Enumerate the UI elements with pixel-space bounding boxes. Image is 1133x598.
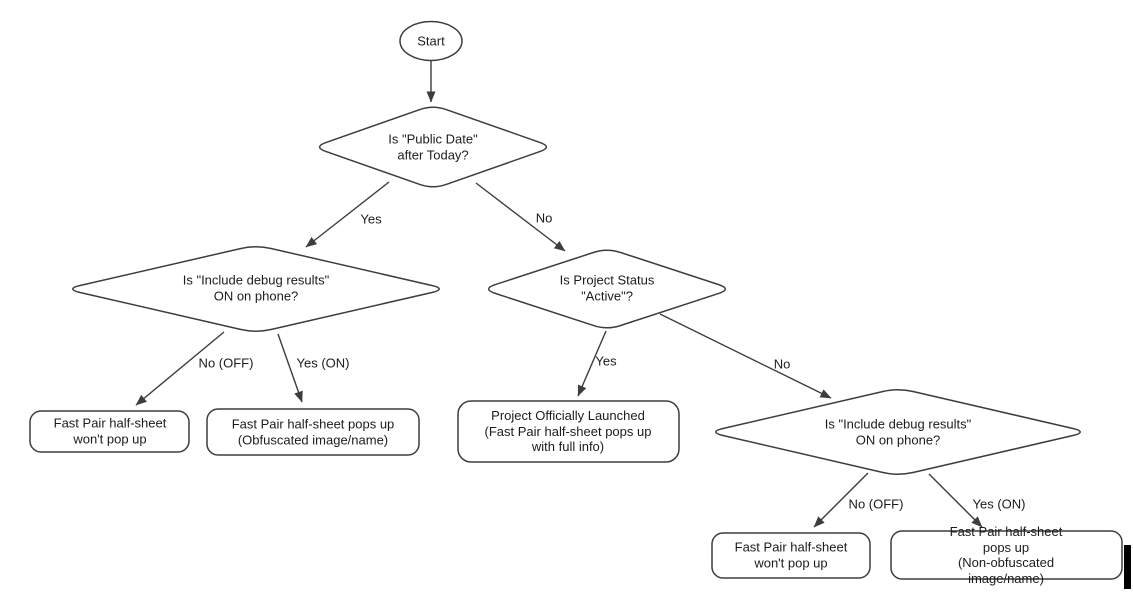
result-launched-shape	[457, 400, 680, 463]
edge-debug-right-yes	[928, 473, 983, 528]
text-caret-artifact	[1124, 545, 1131, 589]
result-obfuscated-shape	[206, 408, 420, 456]
result-launched-label: Project Officially Launched (Fast Pair h…	[484, 407, 652, 454]
edge-label-project-status-yes: Yes	[595, 353, 617, 369]
decision-project-status-shape	[487, 249, 727, 329]
decision-public-date-label: Is "Public Date" after Today?	[388, 131, 478, 163]
result-obfuscated-label: Fast Pair half-sheet pops up (Obfuscated…	[231, 416, 395, 448]
decision-debug-right-label: Is "Include debug results" ON on phone?	[824, 416, 972, 448]
decision-debug-right-shape	[715, 389, 1081, 475]
decision-debug-left-label: Is "Include debug results" ON on phone?	[182, 272, 330, 304]
edge-debug-left-yes	[277, 333, 303, 403]
result-non-obfuscated-label: Fast Pair half-sheet pops up (Non-obfusc…	[949, 524, 1063, 586]
edge-project-status-yes	[577, 330, 607, 397]
edge-debug-right-no	[813, 472, 869, 528]
result-non-obfuscated-shape	[890, 530, 1123, 580]
edge-label-debug-left-yes: Yes (ON)	[296, 355, 350, 371]
decision-debug-left-shape	[72, 246, 440, 332]
decision-public-date-shape	[318, 106, 548, 188]
result-no-popup-left-shape	[29, 410, 190, 453]
edge-public-date-no	[475, 182, 566, 252]
edge-label-debug-right-yes: Yes (ON)	[972, 496, 1026, 512]
decision-project-status-label: Is Project Status "Active"?	[559, 272, 655, 304]
start-node-shape	[399, 20, 463, 62]
result-no-popup-right-label: Fast Pair half-sheet won't pop up	[734, 539, 848, 571]
edge-label-public-date-no: No	[535, 210, 553, 226]
edge-public-date-yes	[305, 181, 390, 248]
edge-label-public-date-yes: Yes	[360, 211, 382, 227]
edge-label-debug-left-no: No (OFF)	[198, 355, 254, 371]
edge-debug-left-no	[135, 331, 225, 406]
start-node-label: Start	[417, 33, 445, 49]
result-no-popup-right-shape	[711, 532, 871, 579]
edge-label-project-status-no: No	[773, 356, 791, 372]
result-no-popup-left-label: Fast Pair half-sheet won't pop up	[53, 415, 167, 447]
edge-project-status-no	[659, 313, 832, 399]
edge-label-debug-right-no: No (OFF)	[848, 496, 904, 512]
